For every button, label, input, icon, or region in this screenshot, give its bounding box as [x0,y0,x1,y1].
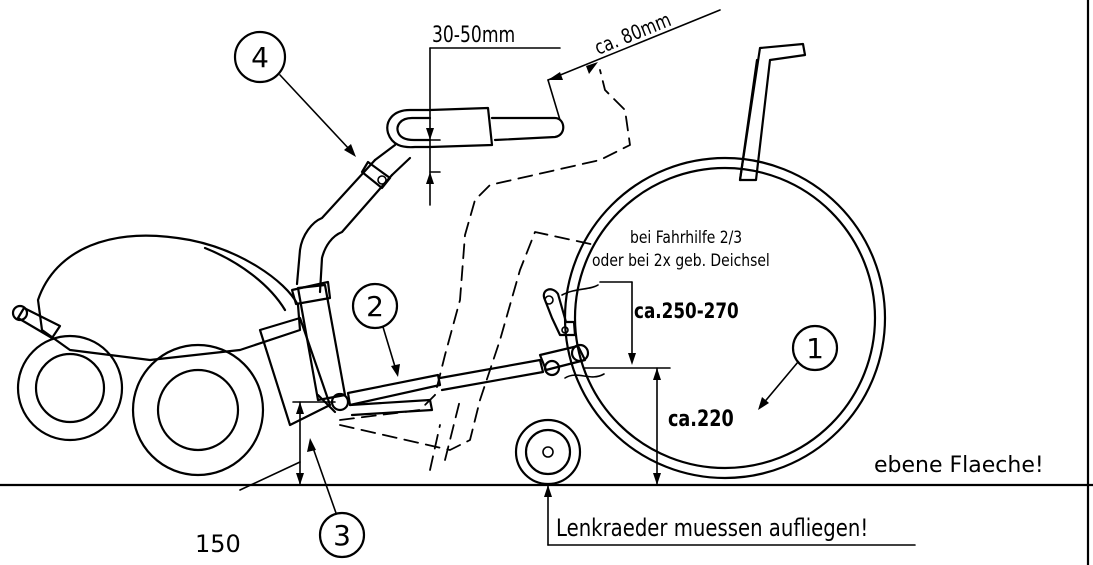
surface-note: ebene Flaeche! [874,453,1044,478]
wheelchair-outline [339,42,887,486]
note-line-1: bei Fahrhilfe 2/3 [630,228,742,248]
callout-2: 2 [351,282,400,377]
dim-axle-height-label: ca.220 [668,406,734,431]
dim-offset-label: ca. 80mm [591,9,674,61]
wheel-note: Lenkraeder muessen aufliegen! [556,515,868,542]
dim-hitch-height-label: ca.250-270 [634,299,739,323]
note-line-2: oder bei 2x geb. Deichsel [592,251,770,271]
power-unit [11,234,350,477]
text-labels: 30-50mm ca. 80mm bei Fahrhilfe 2/3 oder … [195,9,1044,558]
dim-ground-label: 150 [195,530,241,558]
dimensions [239,9,916,546]
callout-4: 4 [233,30,356,157]
callout-1: 1 [758,324,839,410]
callout-3: 3 [307,438,366,559]
svg-text:3: 3 [333,519,351,552]
steering-handlebar [295,106,565,294]
dim-top-label: 30-50mm [432,22,515,48]
svg-text:4: 4 [251,41,269,74]
draw-bar [346,288,590,417]
svg-text:1: 1 [806,332,824,365]
svg-text:2: 2 [366,290,384,323]
